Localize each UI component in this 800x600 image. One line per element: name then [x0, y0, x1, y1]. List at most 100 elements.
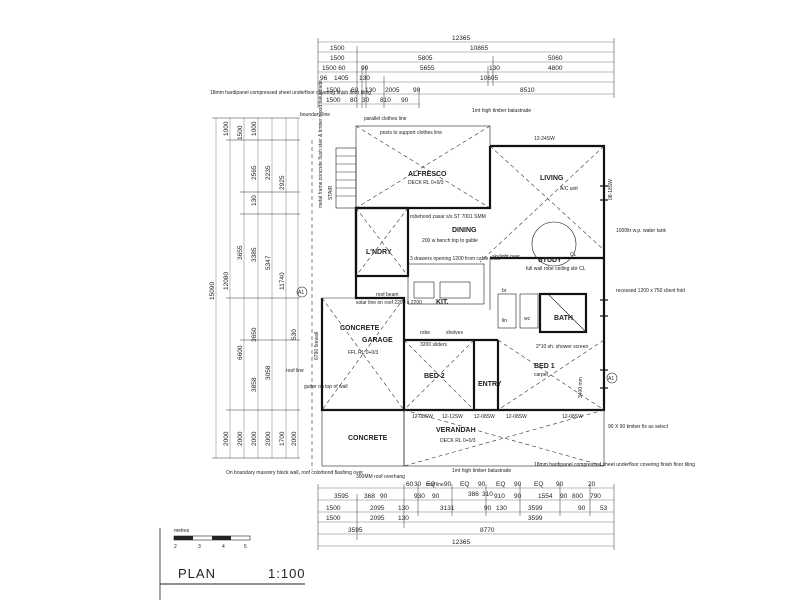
room-lin: lin: [502, 318, 507, 324]
note-wall-12-12: 12-12SW: [442, 414, 463, 420]
dim-top-96: 96: [320, 75, 328, 82]
dim-left-530: 530: [291, 329, 298, 340]
room-garage: GARAGE: [362, 337, 393, 344]
dim-bot-130-a: 130: [398, 505, 409, 512]
note-bench-top: 200 w bench top to gable: [422, 238, 478, 244]
note-wall-12-08-c: 12-08SW: [506, 414, 527, 420]
note-study: full wall robe ceiling sbr CL: [526, 266, 586, 272]
dim-left-2000-e: 2000: [291, 431, 298, 446]
dim-bot-eq-2: EQ: [460, 481, 469, 488]
dim-left-1000-b: 1000: [251, 121, 258, 136]
dim-bot-90-3: 90: [514, 481, 522, 488]
dim-bot-90-4: 90: [556, 481, 564, 488]
ref-b: A1: [608, 376, 614, 382]
note-wall-12-08-a: 12-08SW: [412, 414, 433, 420]
dim-bot-eq-3: EQ: [496, 481, 505, 488]
dim-left-3385: 3385: [251, 247, 258, 262]
note-recessed: recessed 1200 x 750 client fold: [616, 288, 685, 294]
room-verandah: VERANDAH: [436, 427, 476, 434]
room-stair: STAIR: [328, 185, 334, 200]
dim-left-1500: 1500: [237, 125, 244, 140]
dim-top-1500-a: 1500: [330, 45, 345, 52]
dim-bot-eq-4: EQ: [534, 481, 543, 488]
note-wall-12-24: 12-24SW: [534, 136, 555, 142]
dim-bot-130-b: 130: [496, 505, 507, 512]
dim-bot-3599-b: 3599: [528, 515, 543, 522]
note-clothes-line: parallel clothes line: [364, 116, 407, 122]
note-skylight: skylight over: [492, 254, 520, 260]
dim-bot-3131: 3131: [440, 505, 455, 512]
dim-left-3058: 3058: [265, 365, 272, 380]
dim-bot-310: 310: [482, 491, 493, 498]
dim-bot-53: 53: [600, 505, 608, 512]
dim-top-2005: 2005: [385, 87, 400, 94]
dim-left-2000-c: 2000: [251, 431, 258, 446]
dim-top-1500-d: 1500: [326, 97, 341, 104]
dim-left-2000: 2000: [223, 431, 230, 446]
note-wall-12-08-b: 12-08SW: [474, 414, 495, 420]
dim-bot-30: 30: [414, 481, 422, 488]
note-robe-hood: robehood zasar s/s ST 7001 SMM: [410, 214, 486, 220]
bottom-dimension-lines: 60 30 EQ 90 EQ 90 EQ 90 EQ 90 20 386 310…: [317, 481, 615, 550]
dim-top-90-b: 90: [413, 87, 421, 94]
note-gutter: gutter on top of wall: [304, 384, 348, 390]
dim-bot-overall: 12365: [452, 539, 470, 546]
dim-left-2235: 2235: [265, 165, 272, 180]
dim-left-2000-d: 2000: [265, 431, 272, 446]
note-shower-screen: 2*10 sh. shower screen: [536, 344, 588, 350]
room-wc: wc: [524, 316, 531, 322]
dim-top-overall: 12365: [452, 35, 470, 42]
note-sliders: 3200 sliders: [420, 342, 447, 348]
dim-top-1405: 1405: [334, 75, 349, 82]
note-hardipanel-bot: 18mm hardipanel compressed sheet underfl…: [534, 462, 695, 468]
note-boundary: On boundary masonry block wall, roof col…: [226, 470, 363, 476]
room-laundry: L'NDRY: [366, 249, 392, 256]
dim-bot-3595-b: 3595: [348, 527, 363, 534]
dim-bot-8770: 8770: [480, 527, 495, 534]
dim-bot-90-r2c: 90: [514, 493, 522, 500]
dim-bot-90-r2b: 90: [432, 493, 440, 500]
dim-left-6600: 6600: [237, 345, 244, 360]
room-alfresco-rl: DECK RL 0+0/3: [408, 180, 444, 186]
room-bed2: BED 2: [424, 373, 445, 380]
dim-top-5805: 5805: [418, 55, 433, 62]
room-bed1: BED 1: [534, 363, 555, 370]
dim-top-60: 60: [351, 87, 359, 94]
room-verandah-rl: DECK RL 0+0/3: [440, 438, 476, 444]
dim-top-4800: 4800: [548, 65, 563, 72]
note-roof-line-left: roof line: [286, 368, 304, 374]
dim-left-11740: 11740: [279, 272, 286, 290]
dim-left-1000: 1000: [223, 121, 230, 136]
left-dimension-lines: 15090 1000 12080 2000 1500 3655 6600 200…: [209, 117, 300, 459]
plan-title: PLAN: [178, 566, 216, 581]
top-dimension-lines: 12365 1500 10865 1500 5805 5060 1500 60 …: [317, 35, 615, 108]
dim-bot-1500-b: 1500: [326, 515, 341, 522]
note-water-tank: 1000ltr w.p. water tank: [616, 228, 667, 234]
dim-top-10865: 10865: [470, 45, 488, 52]
room-concrete-bottom: CONCRETE: [348, 435, 388, 442]
room-alfresco: ALFRESCO: [408, 171, 447, 178]
dim-left-1700: 1700: [279, 431, 286, 446]
dim-bot-2095-b: 2095: [370, 515, 385, 522]
note-roof-line-bot: roof line: [426, 482, 444, 488]
dim-bot-90-r2d: 90: [560, 493, 568, 500]
dim-bot-2095-a: 2095: [370, 505, 385, 512]
dim-bot-800: 800: [572, 493, 583, 500]
room-living: LIVING: [540, 175, 564, 182]
dim-bot-1554: 1554: [538, 493, 553, 500]
dim-bot-790: 790: [590, 493, 601, 500]
note-firewall: 6790 firewall: [314, 332, 320, 360]
room-concrete-top: CONCRETE: [340, 325, 380, 332]
dim-top-130-b: 130: [359, 75, 370, 82]
note-ac-unit: A/C unit: [560, 186, 578, 192]
dim-left-overall: 15090: [209, 282, 216, 300]
room-dining: DINING: [452, 227, 477, 234]
room-br: br: [502, 288, 507, 294]
dim-top-1500-c: 1500: [326, 87, 341, 94]
dim-left-130: 130: [251, 195, 258, 206]
dim-top-90-c: 90: [401, 97, 409, 104]
note-timber-balustrade-top: 1mt high timber balustrade: [472, 108, 531, 114]
dim-bot-1500-a: 1500: [326, 505, 341, 512]
dim-top-130-c: 130: [365, 87, 376, 94]
note-roof-beam: roof beam: [376, 292, 399, 298]
